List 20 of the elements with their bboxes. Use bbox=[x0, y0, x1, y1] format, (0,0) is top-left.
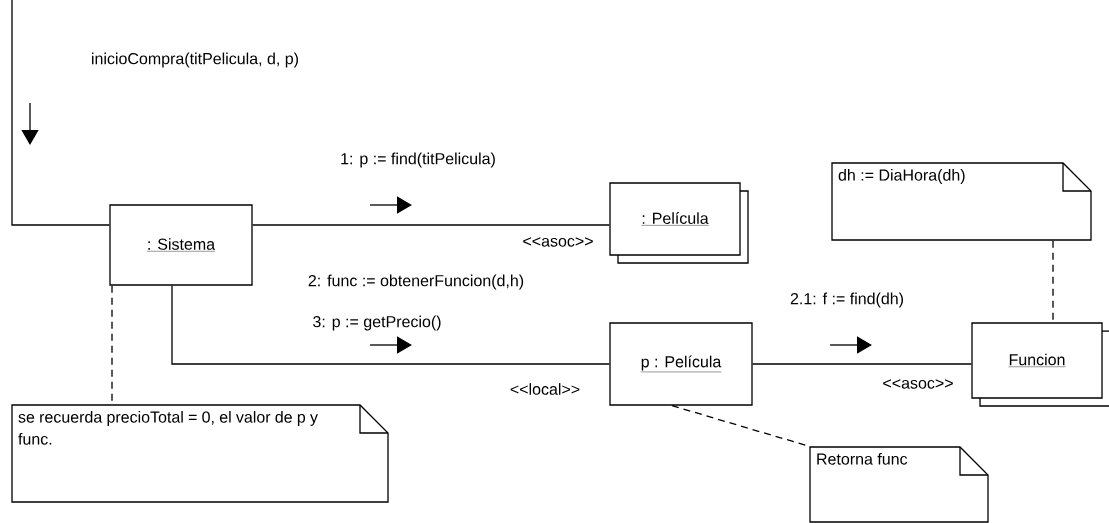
object-box: : Película bbox=[609, 182, 749, 264]
note-box: Retorna func bbox=[809, 446, 989, 523]
link-line bbox=[11, 0, 110, 226]
note-box: dh := DiaHora(dh) bbox=[831, 162, 1092, 241]
stereotype-label: <<asoc>> bbox=[883, 379, 953, 389]
object-box: : Sistema bbox=[109, 204, 253, 286]
note-box: se recuerda precioTotal = 0, el valor de p y func. bbox=[11, 404, 389, 503]
message-label: 3: p := getPrecio() bbox=[311, 314, 443, 332]
link-line bbox=[752, 363, 972, 365]
stereotype-label: <<asoc>> bbox=[523, 237, 593, 247]
message-label: 2.1: f := find(dh) bbox=[789, 291, 905, 309]
stereotype-label: <<local>> bbox=[510, 383, 580, 395]
link-line bbox=[171, 285, 610, 365]
link-line bbox=[252, 224, 610, 226]
message-label: inicioCompra(titPelicula, d, p) bbox=[89, 51, 301, 69]
note-link bbox=[1052, 240, 1054, 323]
message-label: 2: func := obtenerFuncion(d,h) bbox=[308, 274, 524, 290]
object-box: p : Película bbox=[609, 322, 753, 406]
message-label: 1: p := find(titPelicula) bbox=[339, 151, 497, 169]
object-box: Funcion bbox=[971, 322, 1109, 407]
